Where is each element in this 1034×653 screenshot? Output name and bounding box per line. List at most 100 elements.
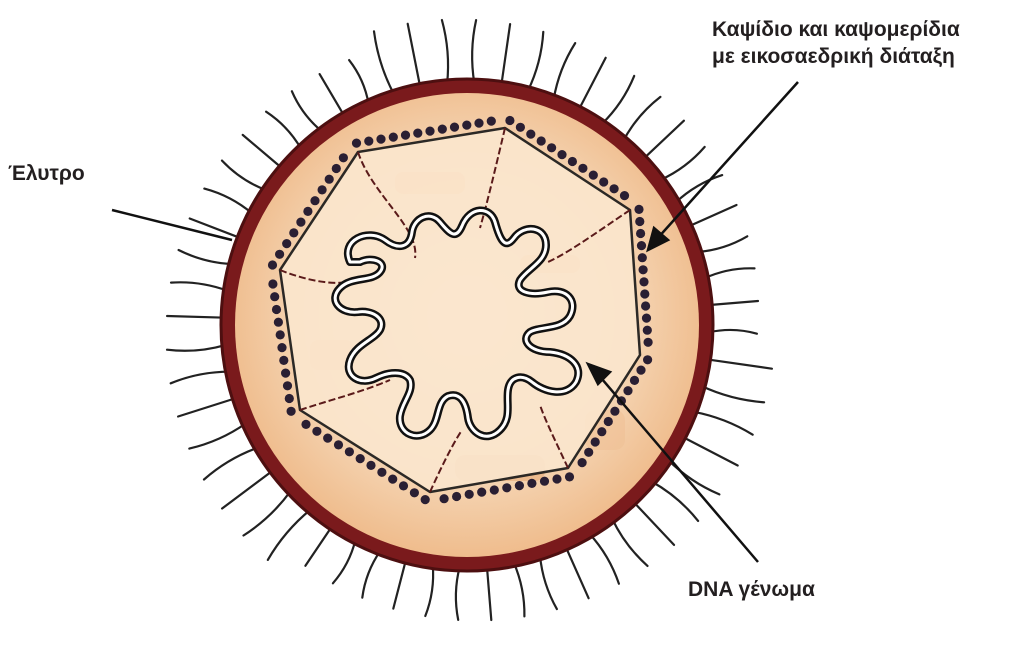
capsomere — [283, 381, 292, 390]
spike — [487, 566, 491, 620]
spike — [442, 20, 448, 84]
capsomere — [636, 229, 645, 238]
spike — [305, 526, 332, 566]
capsomere — [440, 494, 449, 503]
spike — [222, 470, 273, 508]
spike — [688, 205, 736, 227]
spike — [268, 510, 311, 560]
spike — [708, 301, 758, 305]
spike — [472, 20, 476, 83]
spike — [624, 97, 661, 140]
capsomere — [268, 279, 277, 288]
capsomere — [515, 481, 524, 490]
capsomere — [285, 394, 294, 403]
spike — [676, 175, 723, 202]
spike — [167, 316, 225, 318]
capsomere — [599, 177, 608, 186]
capsomere — [312, 427, 321, 436]
capsomere — [578, 458, 587, 467]
capsomere — [642, 314, 651, 323]
spike — [698, 236, 748, 252]
capsomere — [604, 417, 613, 426]
capsomere — [276, 330, 285, 339]
capsomere — [526, 130, 535, 139]
capsomere — [516, 123, 525, 132]
capsomere — [502, 483, 511, 492]
spike — [222, 161, 266, 191]
spike — [243, 135, 283, 169]
capsomere — [565, 472, 574, 481]
spike — [661, 147, 705, 180]
spike — [565, 546, 588, 598]
spike — [612, 519, 647, 566]
spike — [204, 189, 252, 214]
spike — [374, 31, 394, 94]
capsomere — [540, 477, 549, 486]
capsomere — [623, 386, 632, 395]
capsomere — [334, 440, 343, 449]
spike — [579, 58, 606, 110]
capsomere — [421, 495, 430, 504]
spike — [408, 24, 421, 88]
capsomere — [552, 474, 561, 483]
spike — [204, 448, 258, 480]
spike — [590, 534, 619, 584]
spike — [693, 412, 753, 435]
spike — [425, 565, 433, 616]
spike — [701, 386, 764, 402]
capsomere — [635, 217, 644, 226]
capsomere — [584, 448, 593, 457]
capsomere — [547, 143, 556, 152]
capsomere — [303, 207, 312, 216]
capsomere — [282, 239, 291, 248]
spike — [704, 268, 754, 278]
capsomere — [644, 338, 653, 347]
capsomere — [310, 196, 319, 205]
spike — [393, 559, 406, 608]
spike — [292, 91, 322, 131]
spike — [349, 60, 369, 104]
capsomere — [589, 171, 598, 180]
capsomere — [557, 150, 566, 159]
capsomere — [356, 454, 365, 463]
capsomere — [634, 205, 643, 214]
capsomere — [399, 481, 408, 490]
spike — [643, 121, 684, 159]
capsomere — [413, 129, 422, 138]
capsomere — [425, 127, 434, 136]
capsomere — [610, 184, 619, 193]
capsomere — [352, 139, 361, 148]
capsomere — [332, 164, 341, 173]
capsomere — [272, 305, 281, 314]
capsomere — [636, 366, 645, 375]
spike — [707, 359, 772, 368]
spike — [320, 74, 345, 116]
capsomere — [620, 191, 629, 200]
spike — [554, 43, 576, 99]
capsomere — [376, 135, 385, 144]
capsomere — [345, 447, 354, 456]
capsomere — [268, 260, 277, 269]
capsomere — [490, 485, 499, 494]
capsid-label-line1: Καψίδιο και καψομερίδια — [712, 16, 960, 43]
capsomere — [643, 355, 652, 364]
capsomere — [637, 241, 646, 250]
capsomere — [630, 376, 639, 385]
capsomere — [281, 369, 290, 378]
spike — [244, 491, 291, 536]
capsomere — [568, 157, 577, 166]
spike — [633, 501, 674, 545]
capsomere — [640, 289, 649, 298]
capsomere — [505, 116, 514, 125]
capsomere — [323, 434, 332, 443]
capsomere — [450, 123, 459, 132]
capsomere — [277, 343, 286, 352]
capsid-label-line2: με εικοσαεδρική διάταξη — [712, 43, 960, 70]
capsomere — [462, 121, 471, 130]
capsomere — [279, 356, 288, 365]
capsomere — [339, 153, 348, 162]
envelope-label: Έλυτρο — [8, 160, 85, 187]
spike — [179, 250, 233, 264]
capsomere — [610, 407, 619, 416]
capsomere — [477, 488, 486, 497]
